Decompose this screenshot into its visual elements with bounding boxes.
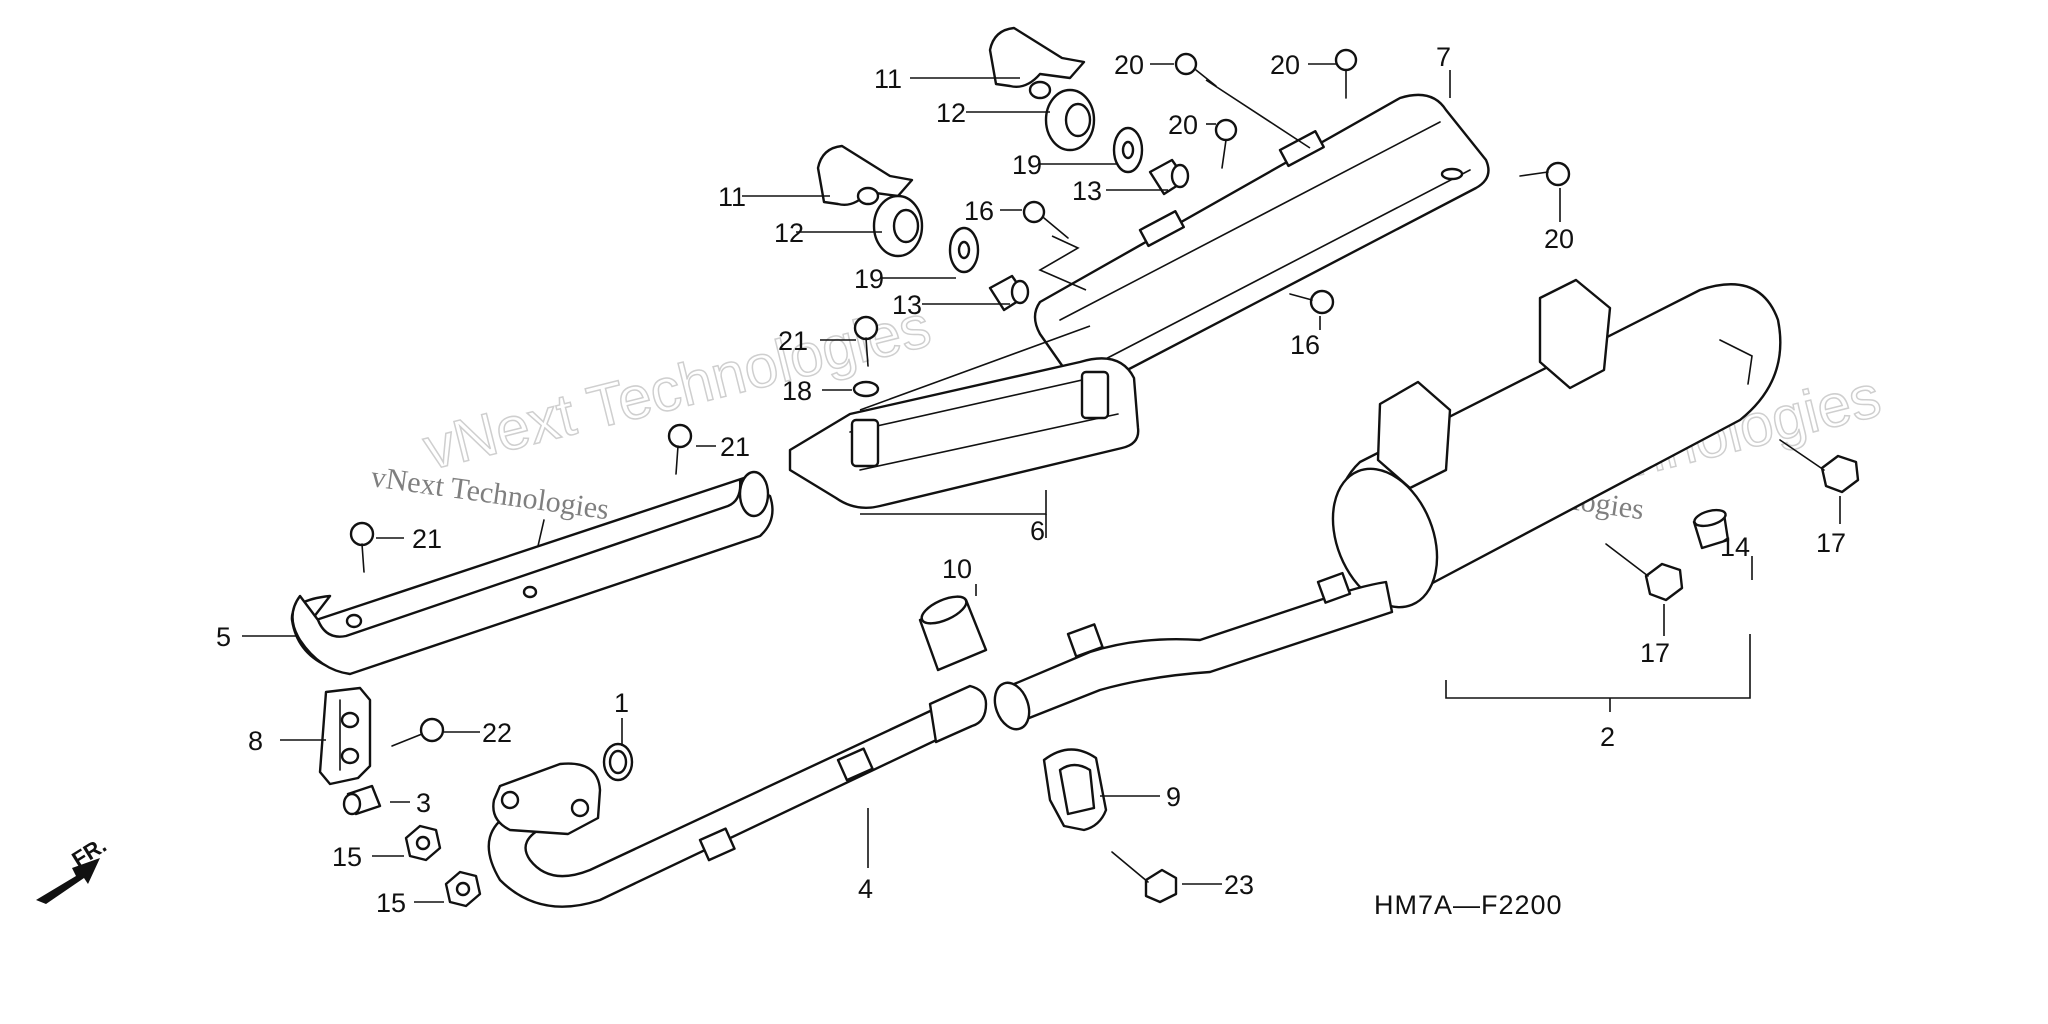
part-1-gasket — [602, 742, 634, 782]
part-7-heat-protector — [1033, 93, 1490, 386]
callout-15-a: 15 — [332, 842, 362, 872]
part-12-grommet-lower — [872, 194, 924, 258]
part-12-grommet-upper — [1044, 88, 1096, 152]
callout-11-upper: 11 — [874, 64, 902, 94]
part-13-collar-lower — [988, 274, 1030, 312]
callout-14: 14 — [1720, 532, 1750, 562]
callout-18: 18 — [782, 376, 812, 406]
part-14-cap — [1692, 508, 1730, 550]
callout-1: 1 — [614, 688, 629, 718]
callout-12-upper: 12 — [936, 98, 966, 128]
callout-7: 7 — [1436, 42, 1451, 72]
part-21-bolt-b — [667, 423, 693, 475]
part-16-bolt-a — [1022, 200, 1069, 239]
callouts: 11 12 19 13 20 20 20 7 20 11 12 16 19 13… — [216, 42, 1846, 920]
callout-20-d: 20 — [1544, 224, 1574, 254]
front-direction-arrow: FR. — [36, 832, 111, 904]
part-11-bracket-lower — [816, 144, 914, 206]
part-10-pipe-seal — [918, 595, 988, 672]
callout-23: 23 — [1224, 870, 1254, 900]
part-20-bolt-b — [1334, 48, 1358, 99]
callout-21-c: 21 — [412, 524, 442, 554]
callout-19-lower: 19 — [854, 264, 884, 294]
part-2-muffler — [993, 278, 1782, 731]
callout-21-b: 21 — [720, 432, 750, 462]
callout-13-lower: 13 — [892, 290, 922, 320]
callout-5: 5 — [216, 622, 231, 652]
part-19-washer-lower — [948, 226, 980, 274]
callout-4: 4 — [858, 874, 873, 904]
callout-2: 2 — [1600, 722, 1615, 752]
part-8-clamp — [318, 686, 372, 786]
part-19-washer-upper — [1112, 126, 1144, 174]
callout-10: 10 — [942, 554, 972, 584]
front-direction-label: FR. — [67, 832, 110, 872]
part-17-bolt-b — [1605, 543, 1684, 602]
part-21-bolt-c — [349, 521, 375, 573]
callout-6: 6 — [1030, 516, 1045, 546]
part-3-collar — [342, 784, 382, 816]
part-16-bolt-b — [1289, 289, 1335, 315]
callout-19-upper: 19 — [1012, 150, 1042, 180]
part-18-washer — [852, 380, 880, 398]
callout-22: 22 — [482, 718, 512, 748]
callout-12-lower: 12 — [774, 218, 804, 248]
part-20-bolt-d — [1519, 161, 1571, 187]
callout-16-b: 16 — [1290, 330, 1320, 360]
part-20-bolt-a — [1174, 52, 1217, 87]
bolts-group — [349, 48, 1860, 904]
part-21-bolt-d — [537, 519, 545, 547]
callout-21-a: 21 — [778, 326, 808, 356]
part-4-exhaust-pipe — [487, 684, 988, 908]
callout-17-b: 17 — [1640, 638, 1670, 668]
callout-13-upper: 13 — [1072, 176, 1102, 206]
diagram-code: HM7A—F2200 — [1374, 890, 1563, 920]
callout-9: 9 — [1166, 782, 1181, 812]
callout-15-b: 15 — [376, 888, 406, 918]
watermark-text-left: vNext Technologies — [369, 460, 611, 526]
part-11-bracket-upper — [988, 26, 1086, 100]
callout-20-b: 20 — [1270, 50, 1300, 80]
part-6-heat-protector — [788, 357, 1140, 509]
part-21-bolt-a — [853, 315, 879, 367]
part-5-heat-protector — [290, 470, 774, 676]
part-23-bolt — [1111, 851, 1178, 904]
callout-11-lower: 11 — [718, 182, 746, 212]
callout-20-a: 20 — [1114, 50, 1144, 80]
callout-16-a: 16 — [964, 196, 994, 226]
part-15-nuts — [404, 824, 482, 908]
part-9-band — [1042, 748, 1108, 832]
callout-3: 3 — [416, 788, 431, 818]
leader-lines — [242, 63, 1841, 903]
part-20-bolt-c — [1214, 118, 1238, 169]
part-13-collar-upper — [1148, 158, 1190, 196]
callout-20-c: 20 — [1168, 110, 1198, 140]
part-17-bolt-a — [1779, 439, 1860, 494]
callout-8: 8 — [248, 726, 263, 756]
callout-17-a: 17 — [1816, 528, 1846, 558]
part-22-bolt — [391, 717, 445, 747]
